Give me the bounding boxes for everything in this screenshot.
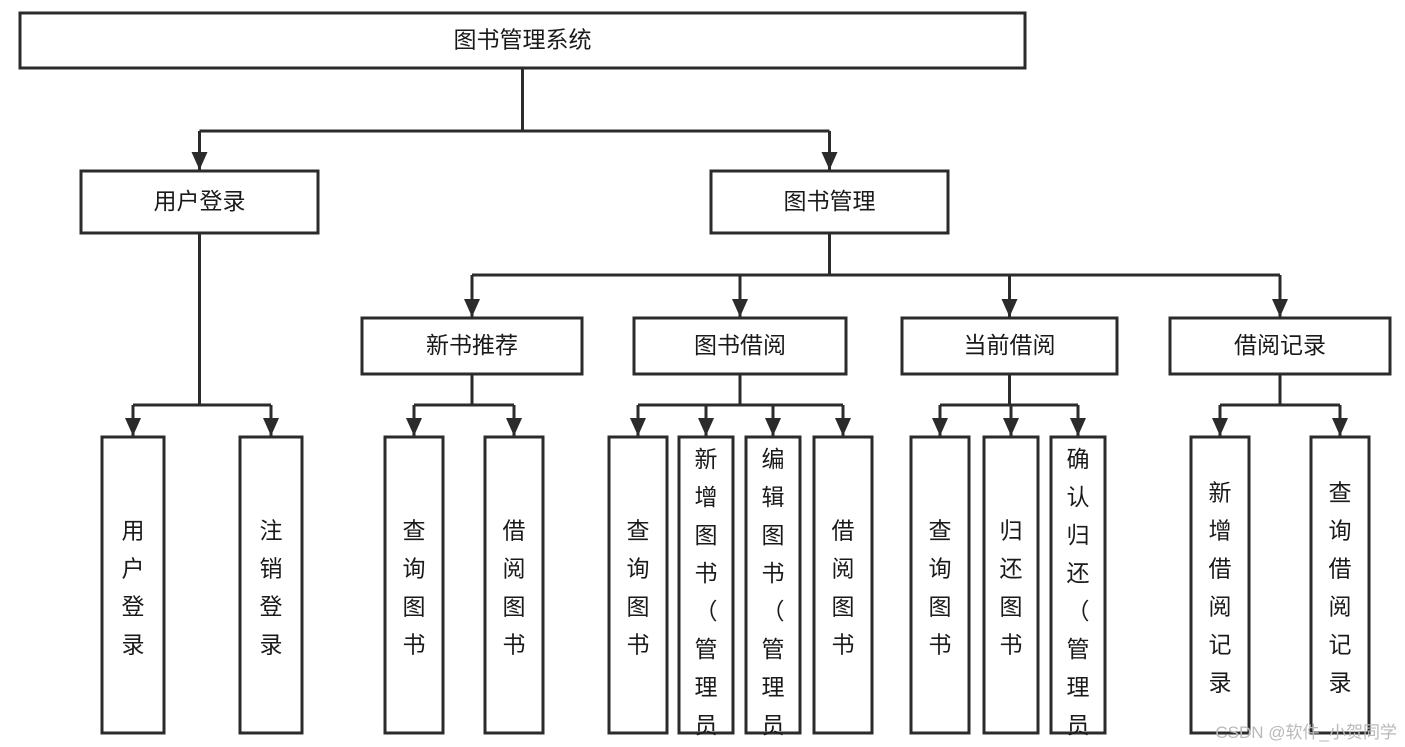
arrow-icon-leaf-edit-book [765, 418, 781, 436]
node-leaf-borrow-book-1[interactable]: 借阅图书 [483, 435, 545, 735]
node-label-leaf-query-record: 查询借阅记录 [1329, 480, 1352, 696]
node-leaf-confirm-return[interactable]: 确认归还（管理员） [1049, 435, 1107, 747]
node-current-borrow[interactable]: 当前借阅 [900, 316, 1119, 376]
node-box-leaf-query-record [1309, 435, 1371, 735]
node-box-leaf-query-book-1 [383, 435, 445, 735]
node-box-current-borrow [900, 316, 1119, 376]
edge-group-user-login [125, 233, 279, 436]
arrow-icon-leaf-query-book-1 [406, 418, 422, 436]
node-leaf-query-book-2[interactable]: 查询图书 [607, 435, 669, 735]
node-label-book-borrow: 图书借阅 [694, 332, 786, 358]
watermark-label: CSDN @软件_小贺同学 [1215, 723, 1397, 742]
edge-group-current-borrow [932, 374, 1086, 436]
node-leaf-add-record[interactable]: 新增借阅记录 [1189, 435, 1251, 735]
edge-group-book-manage [464, 233, 1288, 317]
node-label-leaf-user-login: 用户登录 [122, 518, 145, 658]
node-label-leaf-user-logout: 注销登录 [260, 518, 283, 658]
node-box-leaf-query-book-3 [909, 435, 971, 735]
node-box-leaf-borrow-book-1 [483, 435, 545, 735]
node-box-leaf-query-book-2 [607, 435, 669, 735]
edge-group-new-book-rec [406, 374, 522, 436]
arrow-icon-leaf-return-book [1003, 418, 1019, 436]
node-label-leaf-add-book: 新增图书（管理员） [695, 446, 718, 747]
node-box-book-borrow [632, 316, 848, 376]
node-box-borrow-record [1168, 316, 1392, 376]
node-label-user-login: 用户登录 [154, 188, 246, 214]
arrow-icon-leaf-borrow-book-2 [835, 418, 851, 436]
node-label-leaf-query-book-1: 查询图书 [403, 518, 426, 658]
node-book-borrow[interactable]: 图书借阅 [632, 316, 848, 376]
node-leaf-query-book-3[interactable]: 查询图书 [909, 435, 971, 735]
node-box-leaf-user-logout [238, 435, 304, 735]
edge-group-borrow-record [1212, 374, 1348, 436]
arrow-icon-book-manage [821, 152, 838, 170]
node-label-leaf-query-book-3: 查询图书 [929, 518, 952, 658]
node-box-leaf-user-login [100, 435, 166, 735]
node-label-leaf-confirm-return: 确认归还（管理员） [1067, 446, 1090, 747]
arrow-icon-leaf-add-record [1212, 418, 1228, 436]
arrow-icon-leaf-confirm-return [1070, 418, 1086, 436]
node-leaf-query-record[interactable]: 查询借阅记录 [1309, 435, 1371, 735]
node-book-manage[interactable]: 图书管理 [709, 169, 950, 235]
node-box-leaf-borrow-book-2 [812, 435, 874, 735]
nodes-layer: 图书管理系统用户登录图书管理新书推荐图书借阅当前借阅借阅记录用户登录注销登录查询… [18, 11, 1392, 747]
node-label-new-book-rec: 新书推荐 [426, 332, 518, 358]
node-box-leaf-add-record [1189, 435, 1251, 735]
edges-layer [125, 68, 1348, 436]
arrow-icon-leaf-query-book-3 [932, 418, 948, 436]
node-box-leaf-confirm-return [1049, 435, 1107, 735]
node-box-leaf-add-book [677, 435, 735, 735]
node-box-user-login [79, 169, 320, 235]
node-leaf-edit-book[interactable]: 编辑图书（管理员） [744, 435, 802, 747]
node-leaf-user-login[interactable]: 用户登录 [100, 435, 166, 735]
node-new-book-rec[interactable]: 新书推荐 [360, 316, 584, 376]
arrow-icon-leaf-add-book [698, 418, 714, 436]
edge-group-root [191, 68, 838, 170]
arrow-icon-new-book-rec [464, 299, 480, 317]
node-box-leaf-return-book [982, 435, 1040, 735]
node-label-borrow-record: 借阅记录 [1234, 332, 1326, 358]
node-user-login[interactable]: 用户登录 [79, 169, 320, 235]
edge-group-book-borrow [630, 374, 851, 436]
node-leaf-borrow-book-2[interactable]: 借阅图书 [812, 435, 874, 735]
node-root[interactable]: 图书管理系统 [18, 11, 1027, 70]
node-label-root: 图书管理系统 [454, 27, 592, 53]
node-label-leaf-edit-book: 编辑图书（管理员） [762, 446, 785, 747]
arrow-icon-leaf-query-record [1332, 418, 1348, 436]
arrow-icon-leaf-query-book-2 [630, 418, 646, 436]
node-leaf-user-logout[interactable]: 注销登录 [238, 435, 304, 735]
node-box-book-manage [709, 169, 950, 235]
node-leaf-return-book[interactable]: 归还图书 [982, 435, 1040, 735]
arrow-icon-current-borrow [1001, 299, 1018, 317]
node-label-leaf-borrow-book-2: 借阅图书 [832, 518, 855, 658]
arrow-icon-book-borrow [732, 299, 748, 317]
node-borrow-record[interactable]: 借阅记录 [1168, 316, 1392, 376]
node-box-root [18, 11, 1027, 70]
node-label-book-manage: 图书管理 [784, 188, 876, 214]
arrow-icon-borrow-record [1272, 299, 1288, 317]
node-label-leaf-return-book: 归还图书 [1000, 518, 1023, 658]
arrow-icon-leaf-user-logout [263, 418, 279, 436]
arrow-icon-leaf-borrow-book-1 [506, 418, 522, 436]
arrow-icon-user-login [191, 152, 208, 170]
node-label-current-borrow: 当前借阅 [964, 332, 1056, 358]
node-label-leaf-query-book-2: 查询图书 [627, 518, 650, 658]
node-leaf-add-book[interactable]: 新增图书（管理员） [677, 435, 735, 747]
node-box-new-book-rec [360, 316, 584, 376]
node-box-leaf-edit-book [744, 435, 802, 735]
node-label-leaf-add-record: 新增借阅记录 [1209, 480, 1232, 696]
node-leaf-query-book-1[interactable]: 查询图书 [383, 435, 445, 735]
arrow-icon-leaf-user-login [125, 418, 141, 436]
node-label-leaf-borrow-book-1: 借阅图书 [503, 518, 526, 658]
